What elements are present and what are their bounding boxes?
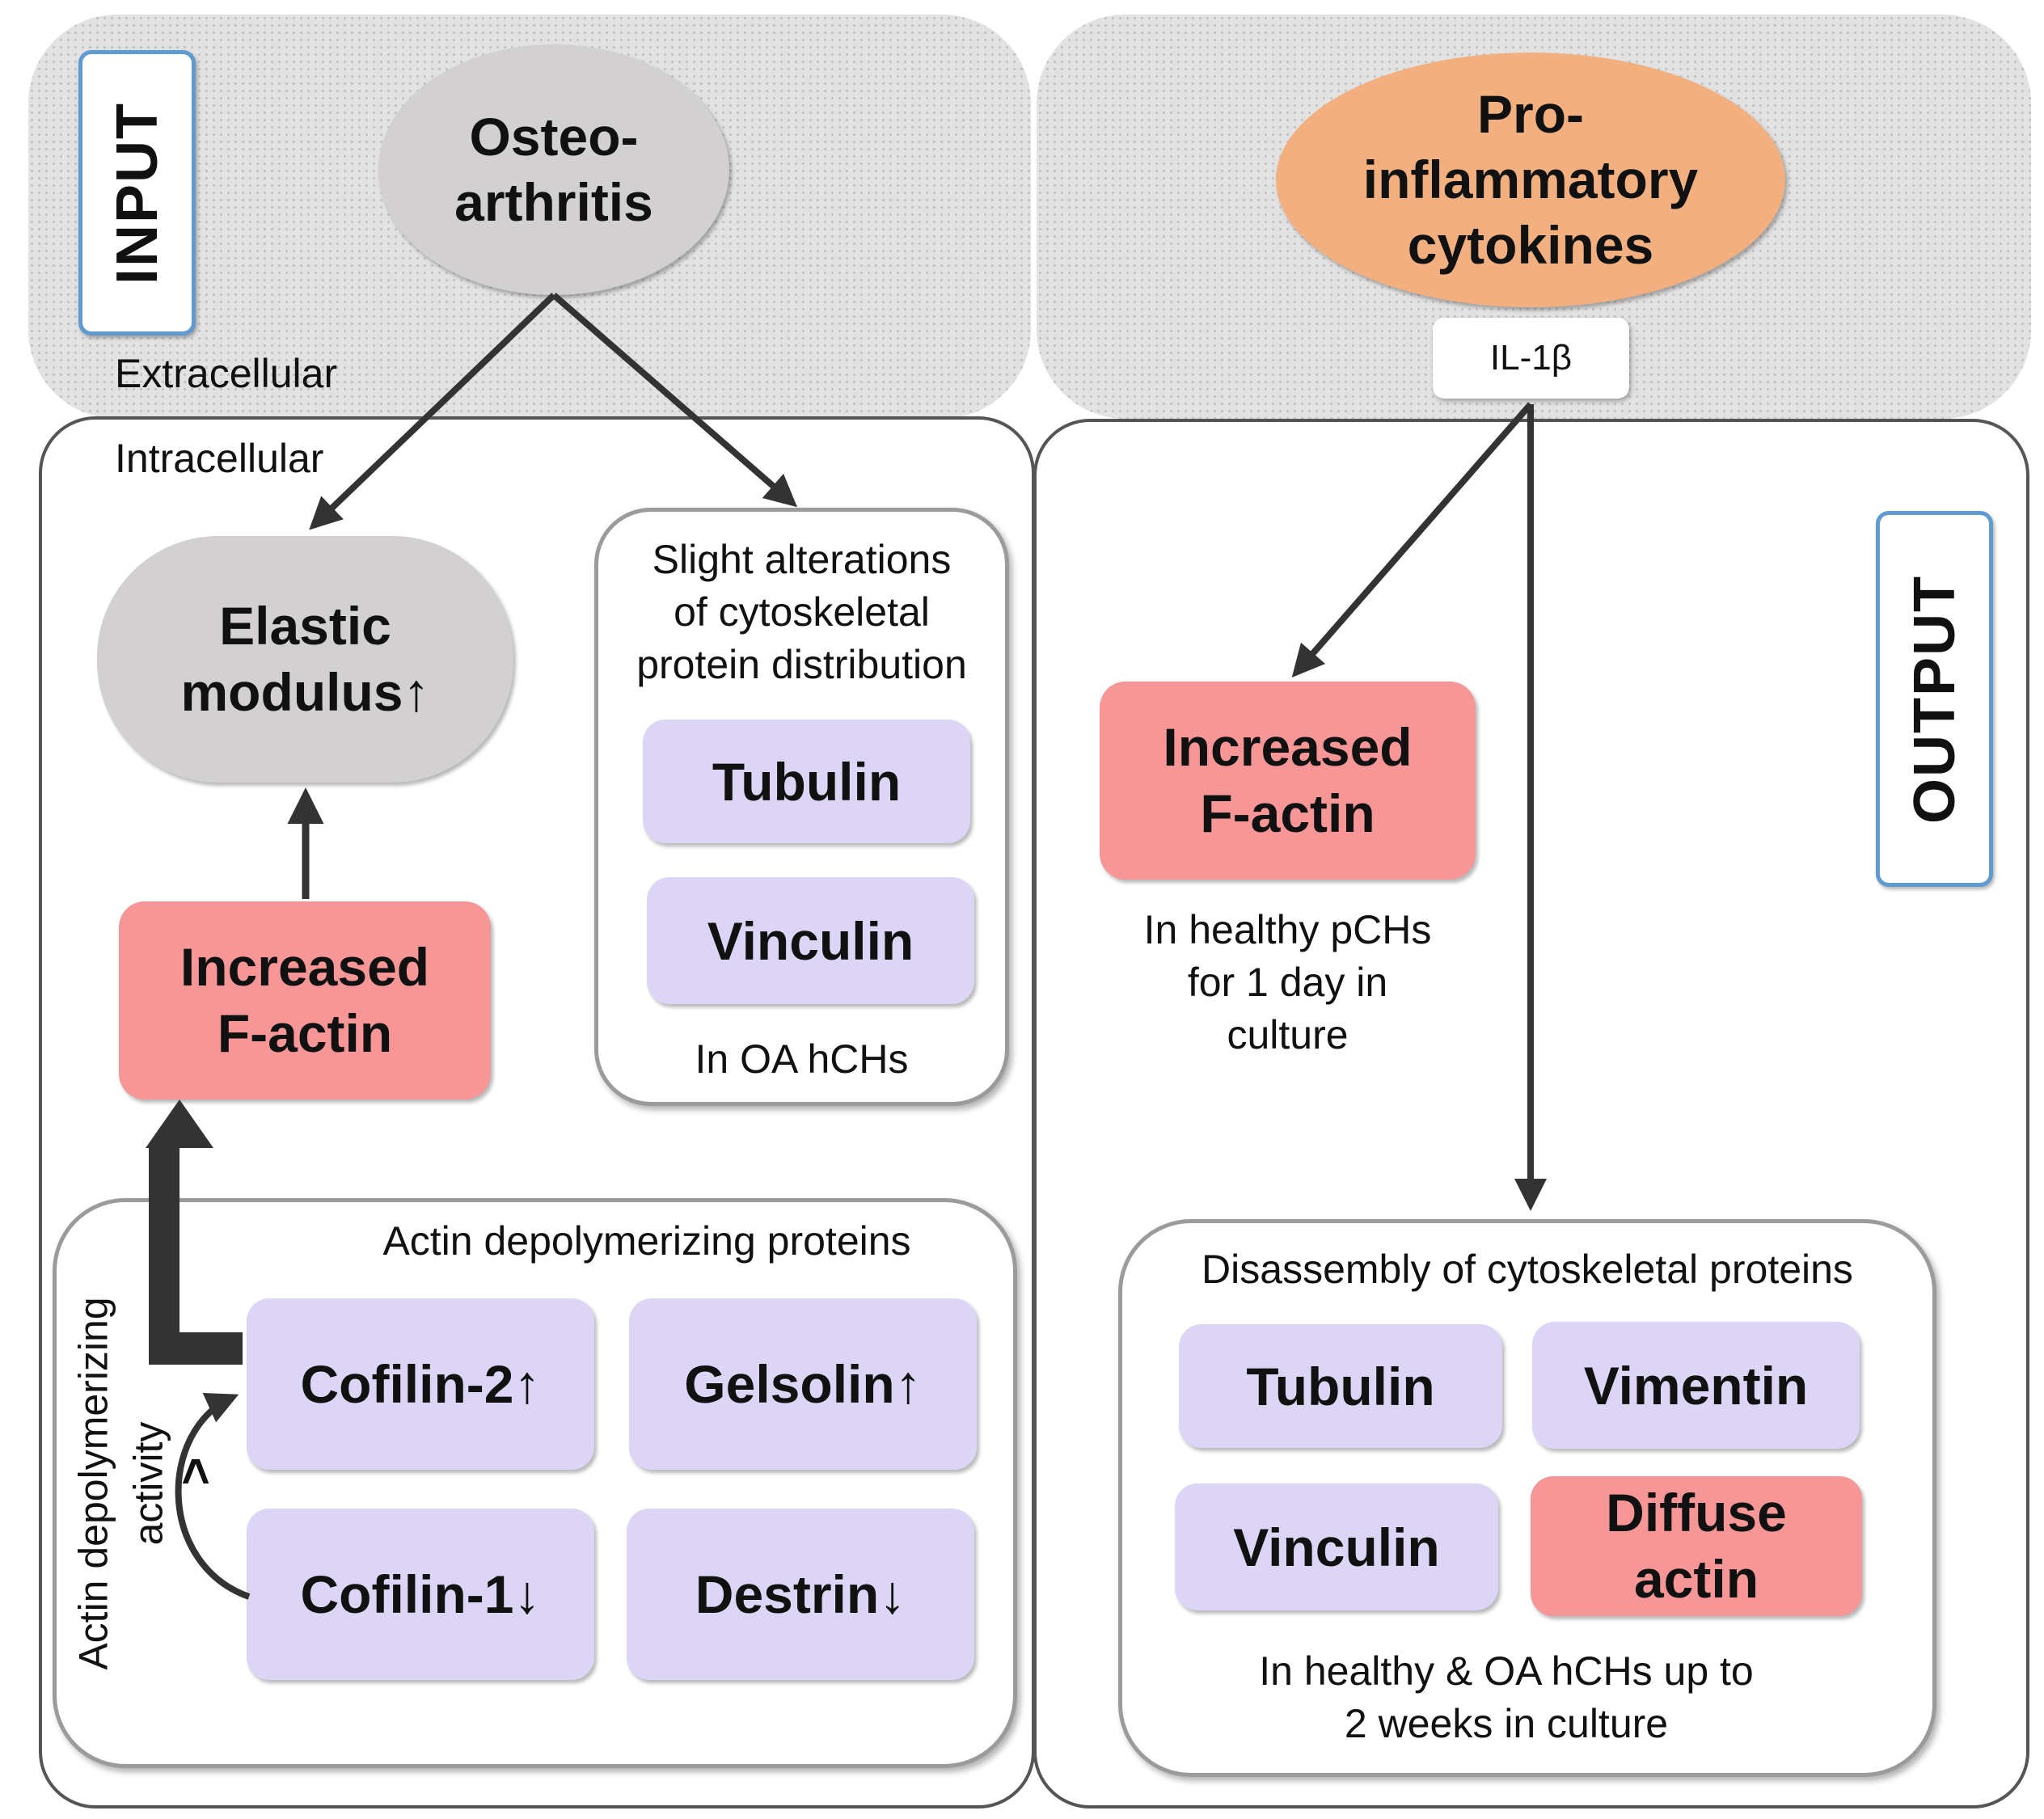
arrow-oa-to-elastic-modulus <box>309 293 556 530</box>
cofilin2-box: Cofilin-2↑ <box>247 1298 594 1470</box>
elastic-modulus-node: Elastic modulus↑ <box>97 536 513 783</box>
oa-hchs-footnote: In OA hCHs <box>695 1036 909 1082</box>
tubulin-box-right: Tubulin <box>1179 1324 1502 1448</box>
il1b-label: IL-1β <box>1433 318 1629 399</box>
healthy-pchs-note: In healthy pCHs for 1 day in culture <box>1143 907 1432 1057</box>
vimentin-box: Vimentin <box>1532 1322 1860 1449</box>
diffuse-actin-box: Diffuse actin <box>1531 1476 1862 1616</box>
cytokines-node: Pro- inflammatory cytokines <box>1276 53 1785 307</box>
osteoarthritis-node: Osteo- arthritis <box>378 44 729 295</box>
vinculin-box-left: Vinculin <box>647 877 974 1004</box>
increased-factin-right: Increased F-actin <box>1100 682 1476 880</box>
extracellular-label: Extracellular <box>115 351 338 396</box>
arrow-il1b-to-factin <box>1291 402 1534 678</box>
tubulin-box-left: Tubulin <box>643 720 970 843</box>
vinculin-box-right: Vinculin <box>1175 1483 1498 1610</box>
slight-alterations-title: Slight alterations of cytoskeletal prote… <box>636 537 967 687</box>
cofilin1-box: Cofilin-1↓ <box>247 1509 594 1680</box>
arrow-cofilin1-to-cofilin2 <box>175 1392 251 1600</box>
intracellular-label: Intracellular <box>115 436 324 481</box>
input-tag: INPUT <box>78 50 196 336</box>
arrow-oa-to-alterations <box>551 292 798 508</box>
gelsolin-box: Gelsolin↑ <box>629 1298 977 1470</box>
healthy-oa-hchs-footnote: In healthy & OA hCHs up to 2 weeks in cu… <box>1259 1648 1754 1746</box>
arrow-cofilin2-to-factin <box>146 1099 243 1365</box>
disassembly-title: Disassembly of cytoskeletal proteins <box>1201 1247 1853 1292</box>
destrin-box: Destrin↓ <box>627 1509 974 1680</box>
increased-factin-left: Increased F-actin <box>119 901 491 1099</box>
depolymerizing-proteins-title: Actin depolymerizing proteins <box>382 1218 911 1264</box>
output-tag: OUTPUT <box>1876 511 1993 887</box>
